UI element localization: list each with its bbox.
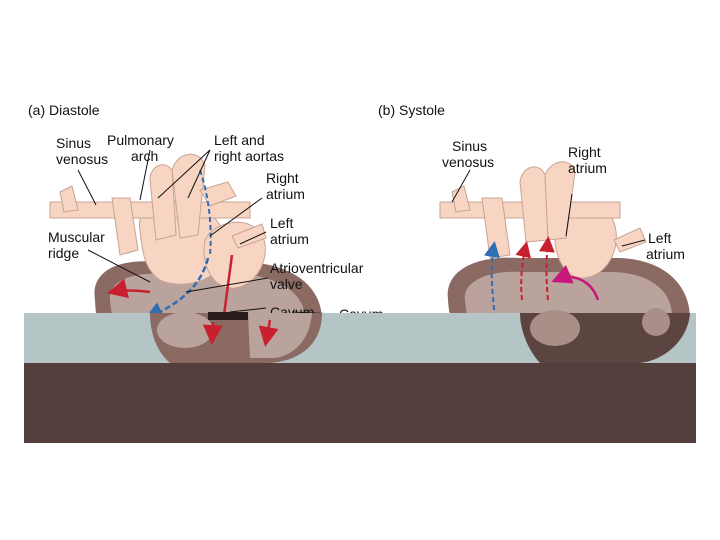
- label-left-atrium-b-line1: Left: [648, 230, 672, 246]
- label-muscular-ridge-line2: ridge: [48, 245, 80, 261]
- label-aortas-line2: right aortas: [214, 148, 285, 164]
- systole-flow-arrows: [484, 236, 600, 319]
- label-muscular-ridge-line1: Muscular: [48, 229, 105, 245]
- label-left-atrium-b-line2: atrium: [646, 246, 685, 262]
- diastole-title: (a) Diastole: [28, 102, 100, 118]
- label-left-atrium-a-line2: atrium: [270, 231, 309, 247]
- label-sinus-venosus-a-line2: venosus: [56, 151, 109, 167]
- diastole-vessels: [49, 153, 267, 256]
- label-right-atrium-a-line2: atrium: [266, 186, 305, 202]
- systole-vessels: [439, 161, 647, 259]
- label-right-atrium-b-line1: Right: [568, 144, 601, 160]
- label-pulmonary-arch-line2: arch: [131, 148, 159, 164]
- label-left-atrium-a-line1: Left: [270, 215, 294, 231]
- label-aortas-line1: Left and: [214, 132, 265, 148]
- label-cavum-partial: Cavum: [270, 304, 315, 313]
- systole-leader-lines: [451, 169, 646, 247]
- label-sinus-venosus-a-line1: Sinus: [56, 135, 92, 151]
- label-av-valve-line2: valve: [270, 276, 303, 292]
- label-sinus-venosus-b-line2: venosus: [442, 154, 495, 170]
- systole-title: (b) Systole: [378, 102, 445, 118]
- label-av-valve-line1: Atrioventricular: [270, 260, 364, 276]
- label-right-atrium-b-line2: atrium: [568, 160, 607, 176]
- label-sinus-venosus-b-line1: Sinus: [452, 138, 488, 154]
- label-right-atrium-a-line1: Right: [266, 170, 299, 186]
- overlay-band-dark: [24, 363, 696, 443]
- diastole-leader-lines: [77, 149, 337, 315]
- label-pulmonary-arch-line1: Pulmonary: [107, 132, 174, 148]
- overlay-band-gray: [24, 313, 696, 363]
